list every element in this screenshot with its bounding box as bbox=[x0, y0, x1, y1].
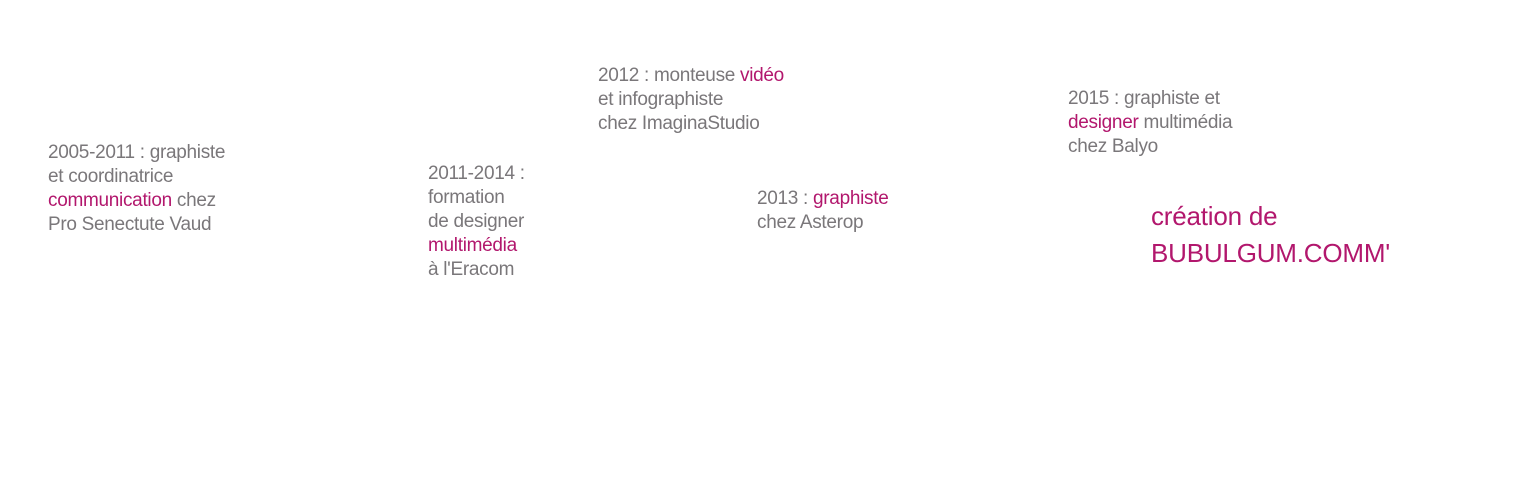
entry-line: 2012 : monteuse vidéo bbox=[598, 64, 784, 88]
brand-tagline: création de bbox=[1151, 198, 1390, 235]
entry-text: 2015 : graphiste et bbox=[1068, 88, 1220, 109]
entry-text: 2013 : bbox=[757, 188, 814, 209]
entry-text: et coordinatrice bbox=[48, 166, 174, 187]
entry-line: 2011-2014 : bbox=[428, 162, 525, 186]
entry-line: à l'Eracom bbox=[428, 258, 525, 282]
bubulgum-wordmark: BUBULGUM.COMM' bbox=[1151, 235, 1390, 272]
entry-text: chez Asterop bbox=[757, 212, 864, 233]
entry-text: à l'Eracom bbox=[428, 259, 515, 280]
entry-text: et infographiste bbox=[598, 89, 724, 110]
entry-line: 2013 : graphiste bbox=[757, 187, 889, 211]
entry-text: chez ImaginaStudio bbox=[598, 113, 760, 134]
entry-line: de designer bbox=[428, 210, 525, 234]
timeline-entry-2005-2011: 2005-2011 : graphiste et coordinatrice c… bbox=[48, 141, 225, 237]
entry-line: designer multimédia bbox=[1068, 111, 1233, 135]
entry-line: formation bbox=[428, 186, 525, 210]
timeline-entry-2012: 2012 : monteuse vidéo et infographiste c… bbox=[598, 64, 784, 136]
timeline-entry-2015: 2015 : graphiste et designer multimédia … bbox=[1068, 87, 1233, 159]
entry-highlight: designer bbox=[1068, 112, 1139, 133]
entry-line: chez Asterop bbox=[757, 211, 888, 235]
entry-text: 2005-2011 : graphiste bbox=[48, 142, 226, 163]
entry-line: et infographiste bbox=[598, 88, 784, 112]
entry-line: communication chez bbox=[48, 189, 225, 213]
entry-line: Pro Senectute Vaud bbox=[48, 213, 225, 237]
entry-text: chez bbox=[171, 190, 216, 211]
entry-text: formation bbox=[428, 187, 505, 208]
entry-text: de designer bbox=[428, 211, 524, 232]
entry-line: chez ImaginaStudio bbox=[598, 112, 784, 136]
entry-text: multimédia bbox=[1138, 112, 1233, 133]
entry-highlight: communication bbox=[48, 190, 172, 211]
brand-lockup: création de BUBULGUM.COMM' bbox=[1151, 198, 1390, 272]
entry-text: chez Balyo bbox=[1068, 136, 1158, 157]
entry-text: Pro Senectute Vaud bbox=[48, 214, 212, 235]
bubulgum-wordmark-text: BUBULGUM.COMM' bbox=[1151, 238, 1391, 268]
entry-line: 2005-2011 : graphiste bbox=[48, 141, 225, 165]
entry-highlight: multimédia bbox=[428, 235, 517, 256]
entry-highlight: graphiste bbox=[813, 188, 889, 209]
timeline-entry-2011-2014: 2011-2014 : formation de designer multim… bbox=[428, 162, 525, 282]
entry-line: et coordinatrice bbox=[48, 165, 225, 189]
timeline-entry-2013: 2013 : graphiste chez Asterop bbox=[757, 187, 889, 235]
entry-line: multimédia bbox=[428, 234, 525, 258]
entry-text: 2011-2014 : bbox=[428, 163, 525, 184]
entry-text: 2012 : monteuse bbox=[598, 65, 741, 86]
brand-tagline-text: création de bbox=[1151, 201, 1278, 231]
entry-highlight: vidéo bbox=[740, 65, 784, 86]
entry-line: chez Balyo bbox=[1068, 135, 1232, 159]
entry-line: 2015 : graphiste et bbox=[1068, 87, 1232, 111]
